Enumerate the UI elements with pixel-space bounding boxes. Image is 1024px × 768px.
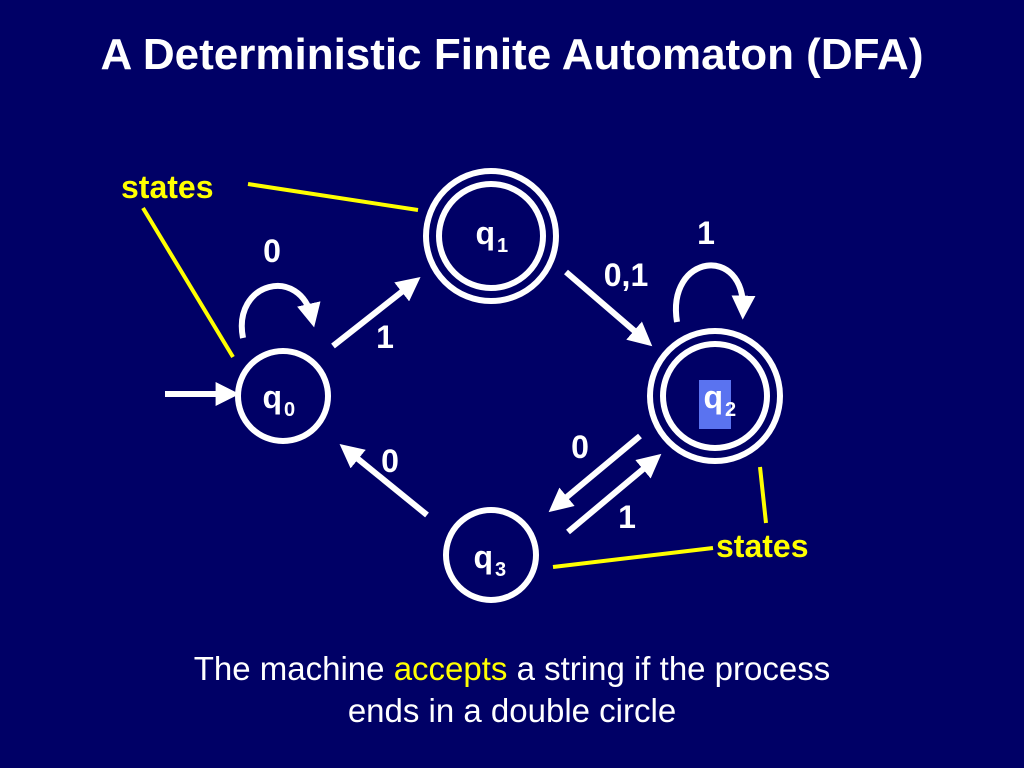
transition-q0-q0-arrow <box>238 282 321 339</box>
state-q3-subscript: 3 <box>495 559 506 581</box>
state-q0-label: q <box>262 379 282 415</box>
caption-text-end: a string if the process <box>507 650 831 687</box>
state-q3-circle <box>443 507 539 603</box>
state-q0: q 0 <box>235 348 331 444</box>
transition-q1-q2-arrow <box>564 269 653 347</box>
transition-q1-q2-label: 0,1 <box>604 257 648 293</box>
state-q3: q 3 <box>443 507 539 603</box>
state-q1-subscript: 1 <box>497 235 508 257</box>
annotation-bottom-pointer-q3 <box>552 546 714 569</box>
state-q0-subscript: 0 <box>284 399 295 421</box>
annotation-top-pointer-q0 <box>141 206 235 359</box>
transition-q3-q2-arrow <box>566 453 662 535</box>
caption-text-start: The machine <box>193 650 394 687</box>
state-q1: q 1 <box>423 168 559 304</box>
state-q1-label: q <box>475 215 495 251</box>
state-q2-outer-circle <box>647 328 783 464</box>
transition-q3-q0-arrow <box>339 443 429 518</box>
transition-q2-q3-label: 0 <box>571 429 589 465</box>
transition-q3-q0-label: 0 <box>381 443 399 479</box>
state-q2-selection-highlight <box>699 380 731 429</box>
transition-q2-q2-arrow <box>672 262 756 323</box>
annotation-states-bottom: states <box>716 528 809 564</box>
transition-q2-q2-label: 1 <box>697 215 715 251</box>
state-q3-label: q <box>473 539 493 575</box>
transition-q0-q0-label: 0 <box>263 233 281 269</box>
transition-q2-q3-arrow <box>548 433 642 513</box>
transition-q0-q1-arrow <box>331 277 421 349</box>
slide-title: A Deterministic Finite Automaton (DFA) <box>100 30 924 79</box>
state-q2-label: q <box>703 379 723 415</box>
annotation-top-pointer-q1 <box>247 182 419 212</box>
state-q2: q 2 <box>647 328 783 464</box>
transition-q0-q1-label: 1 <box>376 319 394 355</box>
state-q0-circle <box>235 348 331 444</box>
annotation-bottom-pointer-q2 <box>758 466 768 524</box>
state-q2-subscript: 2 <box>725 399 736 421</box>
annotation-states-top: states <box>121 169 214 205</box>
transition-q3-q2-label: 1 <box>618 499 636 535</box>
state-q1-outer-circle <box>423 168 559 304</box>
state-q1-inner-circle <box>436 181 546 291</box>
state-q2-inner-circle <box>660 341 770 451</box>
caption-line-2: ends in a double circle <box>347 692 677 729</box>
caption-line-1: The machine accepts a string if the proc… <box>0 648 1024 690</box>
caption-highlight-accepts: accepts <box>393 650 508 687</box>
caption: The machine accepts a string if the proc… <box>0 648 1024 732</box>
